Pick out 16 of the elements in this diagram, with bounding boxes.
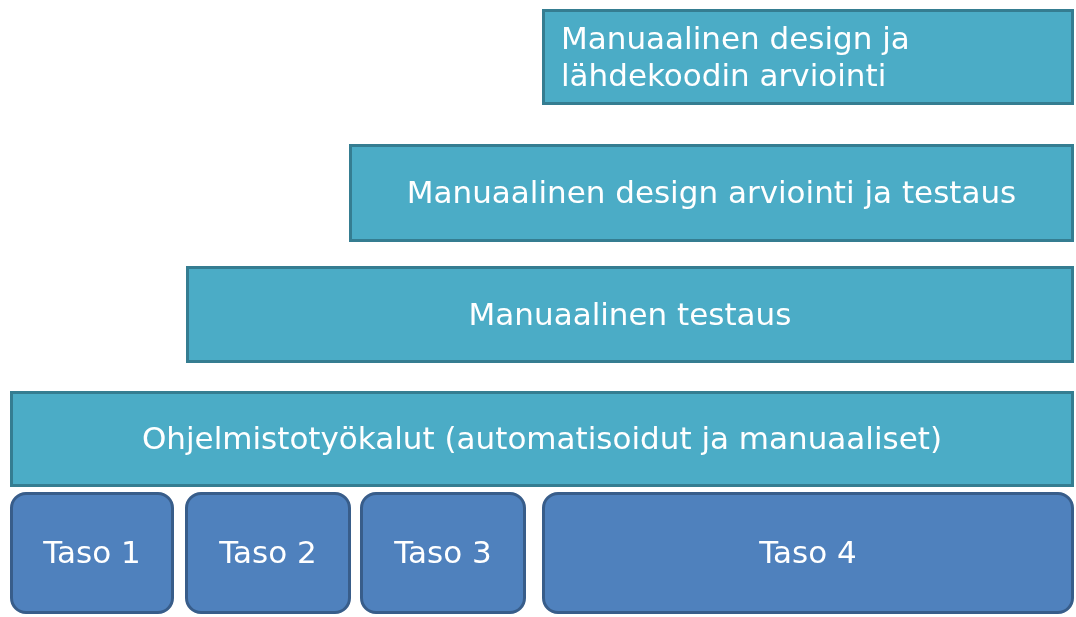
level-box bbox=[10, 492, 174, 614]
box-label: Taso 1 bbox=[43, 534, 141, 572]
layer-bar bbox=[349, 144, 1074, 242]
box-label: Ohjelmistotyökalut (automatisoidut ja manuaaliset) bbox=[141, 420, 943, 458]
level-box bbox=[360, 492, 526, 614]
layer-bar bbox=[542, 9, 1074, 105]
box-label: Taso 4 bbox=[759, 534, 857, 572]
box-label: Manuaalinen design arviointi ja testaus bbox=[406, 174, 1017, 212]
box-label: Manuaalinen testaus bbox=[468, 295, 792, 334]
box-label: Taso 2 bbox=[219, 534, 317, 572]
level-box bbox=[185, 492, 351, 614]
layer-bar bbox=[186, 266, 1074, 363]
layer-bar bbox=[10, 391, 1074, 487]
level-box bbox=[542, 492, 1074, 614]
box-label: Taso 3 bbox=[394, 534, 492, 572]
box-label: Manuaalinen design ja lähdekoodin arviointi bbox=[561, 19, 911, 95]
